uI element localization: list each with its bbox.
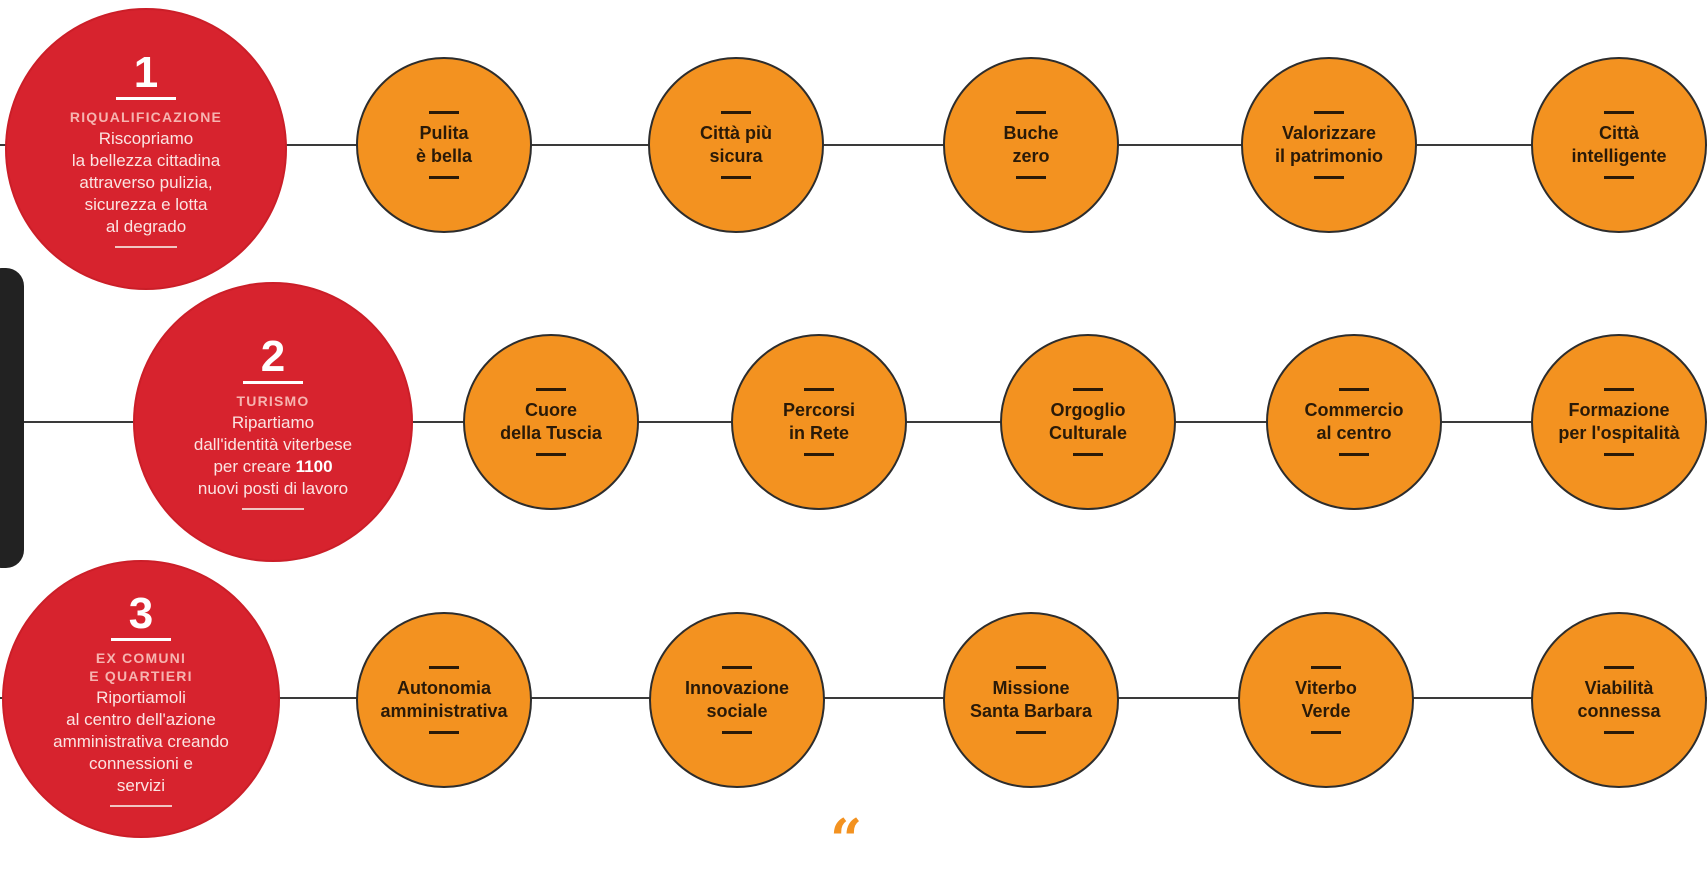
quote-mark-icon: “ [830, 807, 863, 873]
main-title: TURISMO [236, 392, 310, 409]
main-underline [115, 245, 177, 248]
main-number: 1 [133, 47, 159, 97]
main-circle-3: 3 EX COMUNI E QUARTIERI Riportiamoli al … [2, 560, 280, 838]
main-number: 2 [260, 331, 286, 381]
sub-circle-citta-intelligente: Città intelligente [1531, 57, 1707, 233]
sub-label: Cuore della Tuscia [500, 400, 602, 443]
sub-label: Missione Santa Barbara [969, 678, 1093, 721]
sub-circle-autonomia-amministrativa: Autonomia amministrativa [356, 612, 532, 788]
sub-label: Orgoglio Culturale [1048, 400, 1127, 443]
sub-label: Commercio al centro [1304, 400, 1404, 443]
jobs-count: 1100 [295, 456, 333, 476]
sub-label: Città intelligente [1571, 123, 1667, 166]
number-underline [111, 637, 171, 641]
sub-label: Formazione per l'ospitalità [1558, 400, 1680, 443]
decorative-figure [0, 268, 24, 568]
sub-circle-buche-zero: Buche zero [943, 57, 1119, 233]
sub-label: Autonomia amministrativa [380, 678, 508, 721]
sub-circle-orgoglio-culturale: Orgoglio Culturale [1000, 334, 1176, 510]
main-description: Ripartiamo dall'identità viterbese per c… [193, 412, 353, 498]
sub-circle-percorsi-in-rete: Percorsi in Rete [731, 334, 907, 510]
sub-label: Valorizzare il patrimonio [1275, 123, 1383, 166]
row-1-connector [0, 144, 1707, 146]
sub-circle-missione-santa-barbara: Missione Santa Barbara [943, 612, 1119, 788]
sub-label: Viabilità connessa [1577, 678, 1661, 721]
main-underline [110, 804, 172, 807]
main-circle-1: 1 RIQUALIFICAZIONE Riscopriamo la bellez… [5, 8, 287, 290]
sub-circle-pulita-e-bella: Pulita è bella [356, 57, 532, 233]
main-title: EX COMUNI E QUARTIERI [89, 649, 193, 684]
main-description: Riscopriamo la bellezza cittadina attrav… [71, 128, 221, 236]
sub-label: Buche zero [1003, 123, 1059, 166]
sub-label: Pulita è bella [415, 123, 473, 166]
sub-circle-cuore-della-tuscia: Cuore della Tuscia [463, 334, 639, 510]
sub-circle-commercio-al-centro: Commercio al centro [1266, 334, 1442, 510]
sub-label: Viterbo Verde [1295, 678, 1357, 721]
main-underline [242, 507, 304, 510]
main-number: 3 [128, 588, 154, 638]
row-3-connector [0, 697, 1707, 699]
main-description: Riportiamoli al centro dell'azione ammin… [53, 687, 229, 795]
sub-circle-viabilita-connessa: Viabilità connessa [1531, 612, 1707, 788]
sub-circle-citta-piu-sicura: Città più sicura [648, 57, 824, 233]
number-underline [243, 380, 303, 384]
sub-circle-valorizzare-il-patrimonio: Valorizzare il patrimonio [1241, 57, 1417, 233]
sub-circle-formazione-per-l-ospitalita: Formazione per l'ospitalità [1531, 334, 1707, 510]
sub-circle-innovazione-sociale: Innovazione sociale [649, 612, 825, 788]
number-underline [116, 96, 176, 100]
sub-label: Città più sicura [700, 123, 772, 166]
sub-label: Innovazione sociale [684, 678, 789, 721]
main-circle-2: 2 TURISMO Ripartiamo dall'identità viter… [133, 282, 413, 562]
main-title: RIQUALIFICAZIONE [69, 108, 223, 125]
sub-circle-viterbo-verde: Viterbo Verde [1238, 612, 1414, 788]
sub-label: Percorsi in Rete [782, 400, 856, 443]
